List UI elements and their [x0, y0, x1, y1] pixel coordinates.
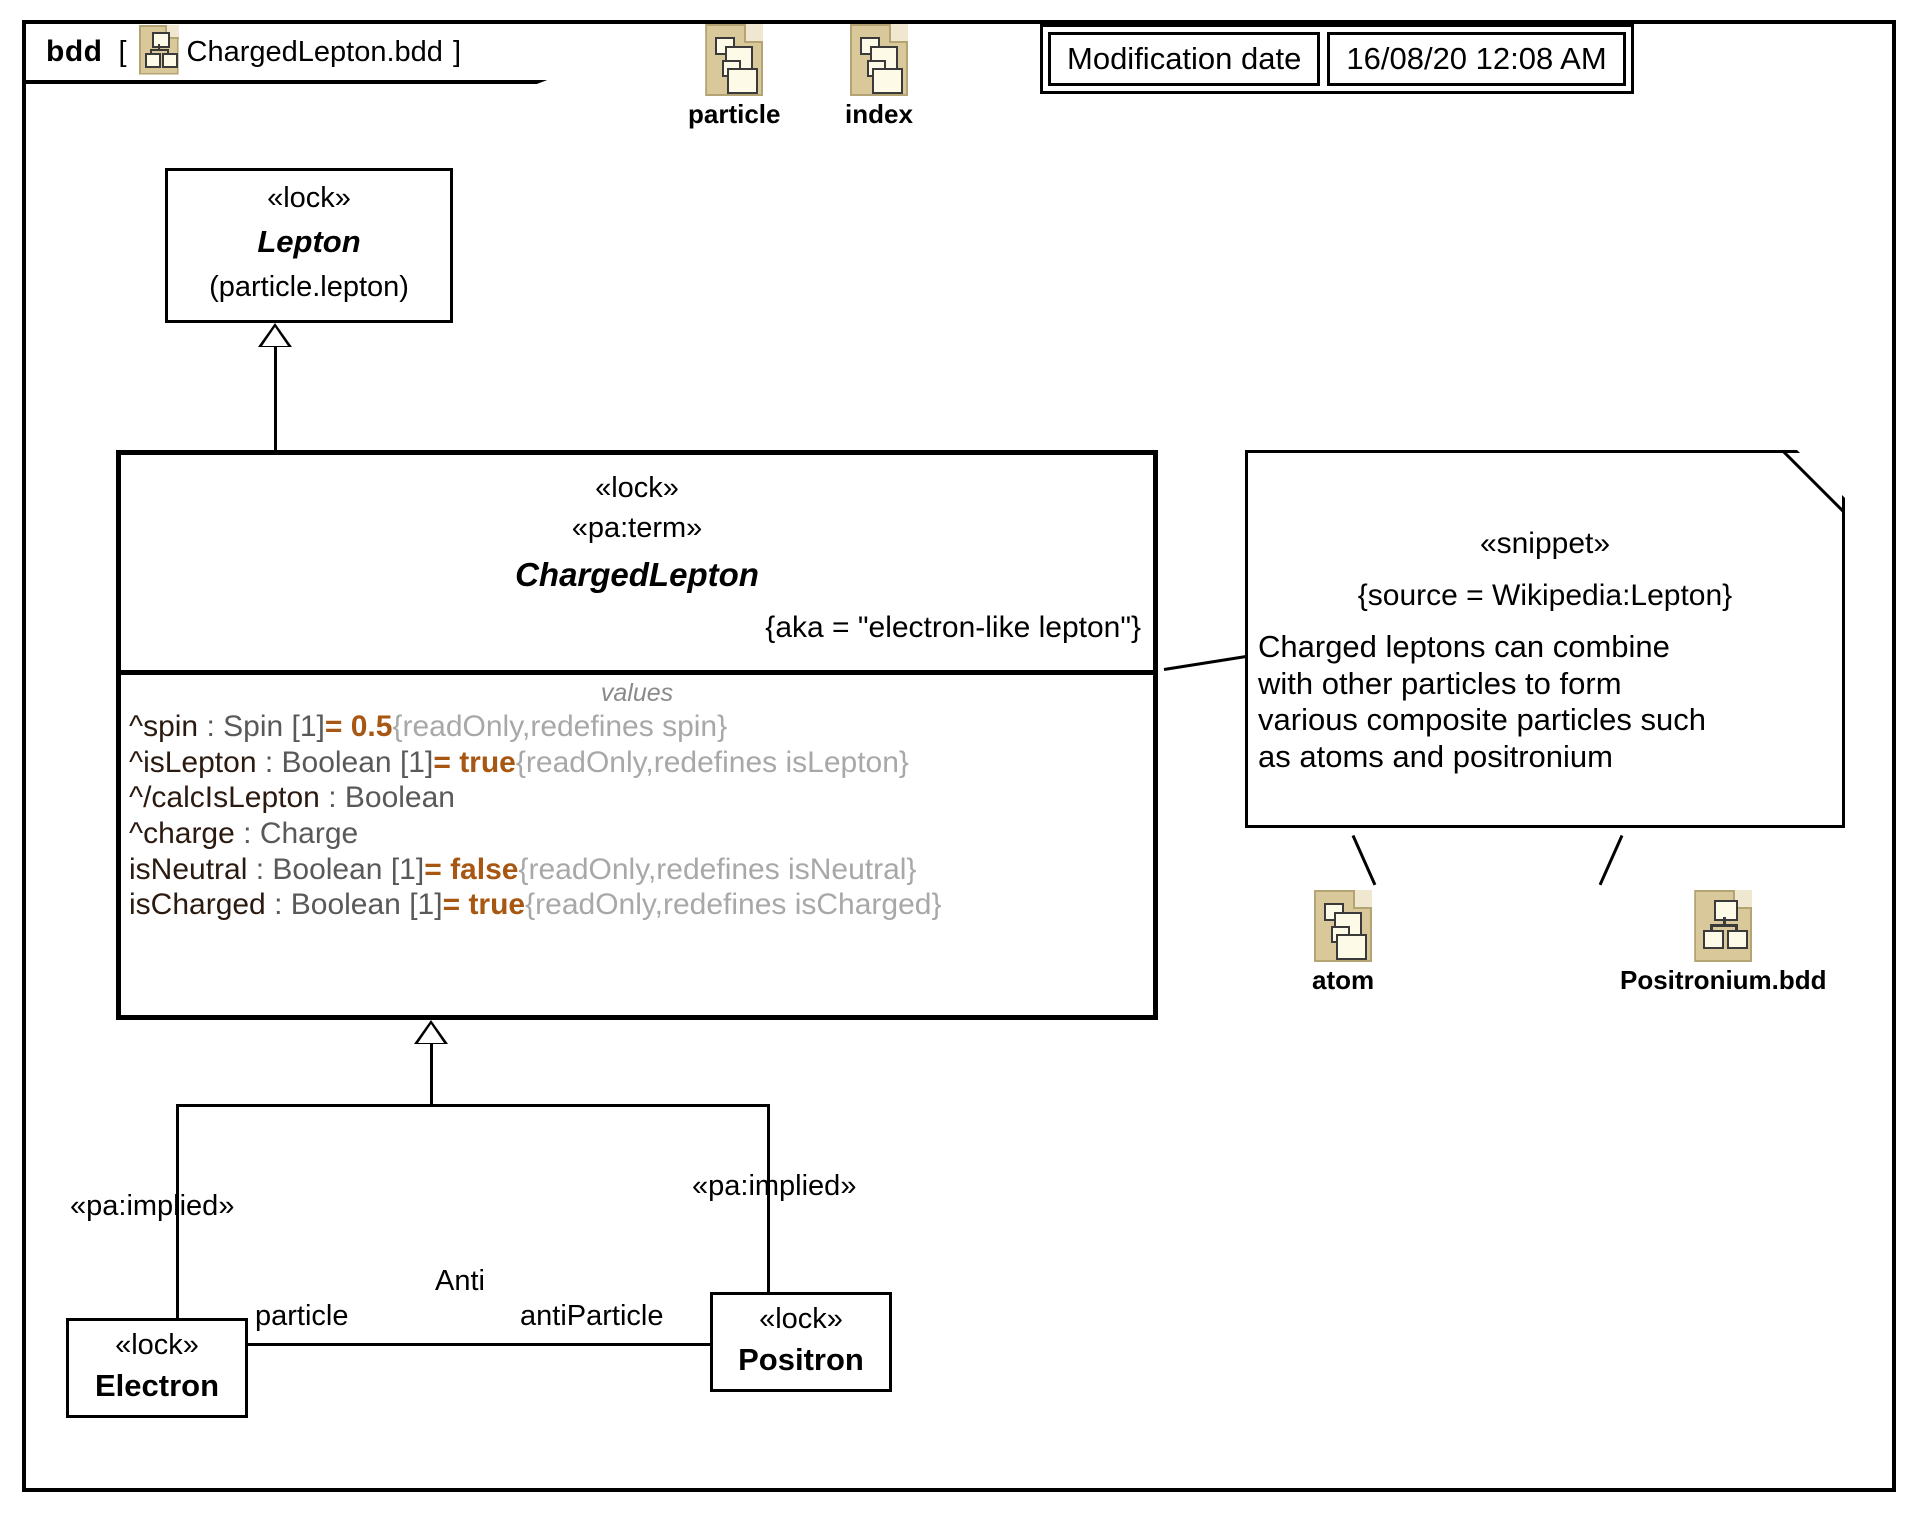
note-line: Charged leptons can combine	[1258, 629, 1670, 664]
block-charged-lepton-aka: {aka = "electron-like lepton"}	[765, 611, 1141, 645]
note-stereotype: «snippet»	[1479, 527, 1611, 560]
bdd-tree-icon	[138, 24, 179, 75]
association-anti-line	[248, 1343, 710, 1346]
value-property-multiplicity: [1]	[382, 852, 425, 886]
values-compartment: values ^spin : Spin [1]= 0.5{readOnly,re…	[121, 670, 1153, 923]
value-property-default: 0.5	[350, 710, 393, 743]
association-name-anti: Anti	[435, 1265, 485, 1297]
value-property-row[interactable]: ^/calcIsLepton : Boolean	[121, 780, 1153, 816]
block-charged-lepton-stereotype-2: «pa:term»	[571, 512, 703, 545]
value-property-name: ^isLepton	[129, 745, 257, 779]
value-property-constraint: {readOnly,redefines spin}	[392, 710, 728, 743]
note-snippet[interactable]: «snippet» {source = Wikipedia:Lepton} Ch…	[1245, 450, 1845, 828]
modification-date-value: 16/08/20 12:08 AM	[1327, 32, 1626, 86]
value-property-type: Boolean	[272, 852, 383, 886]
value-property-separator: :	[265, 888, 291, 922]
value-property-constraint: {readOnly,redefines isLepton}	[515, 745, 909, 779]
value-property-default: false	[450, 852, 519, 886]
value-property-type: Boolean	[290, 888, 401, 922]
block-electron-name: Electron	[94, 1368, 220, 1404]
value-property-row[interactable]: isNeutral : Boolean [1]= false{readOnly,…	[121, 852, 1153, 888]
value-property-multiplicity: [1]	[283, 710, 325, 743]
value-property-constraint: {readOnly,redefines isNeutral}	[518, 852, 917, 886]
note-line: as atoms and positronium	[1258, 738, 1613, 774]
note-source: {source = Wikipedia:Lepton}	[1357, 579, 1733, 612]
value-property-name: ^spin	[129, 710, 199, 743]
model-icon-atom[interactable]: atom	[1312, 890, 1374, 996]
value-property-name: isNeutral	[129, 852, 248, 886]
generalization-branch-positron	[767, 1104, 770, 1311]
diagram-frame-header: bdd [ ChargedLepton.bdd ]	[22, 20, 607, 84]
value-property-type: Spin	[223, 710, 284, 743]
generalization-branch-electron	[176, 1104, 179, 1321]
model-icon-label: index	[845, 99, 913, 129]
model-icon-label: Positronium.bdd	[1620, 965, 1827, 995]
value-property-equals: =	[324, 710, 351, 743]
block-lepton-name: Lepton	[257, 224, 361, 260]
values-list: ^spin : Spin [1]= 0.5{readOnly,redefines…	[121, 709, 1153, 923]
generalization-crossbar	[176, 1104, 770, 1107]
value-property-separator: :	[234, 817, 260, 851]
value-property-constraint: {readOnly,redefines isCharged}	[525, 888, 942, 922]
generalization-line-lepton	[274, 347, 277, 452]
generalization-arrow-lepton	[258, 323, 292, 347]
value-property-row[interactable]: ^spin : Spin [1]= 0.5{readOnly,redefines…	[121, 709, 1153, 745]
value-property-separator: :	[319, 781, 345, 815]
block-charged-lepton-stereotype-1: «lock»	[595, 472, 679, 504]
generalization-arrow-charged-lepton	[414, 1020, 448, 1044]
model-icon-label: particle	[688, 99, 781, 129]
block-charged-lepton-name: ChargedLepton	[515, 556, 759, 594]
package-diagram-icon	[705, 24, 764, 96]
block-lepton[interactable]: «lock» Lepton (particle.lepton)	[165, 168, 453, 323]
package-diagram-icon	[1314, 890, 1373, 962]
package-diagram-icon	[849, 24, 908, 96]
value-property-name: ^/calcIsLepton	[129, 781, 320, 815]
model-icon-index[interactable]: index	[845, 24, 913, 130]
value-property-type: Boolean	[344, 781, 455, 815]
value-property-row[interactable]: isCharged : Boolean [1]= true{readOnly,r…	[121, 887, 1153, 923]
value-property-equals: =	[442, 888, 469, 922]
value-property-name: ^charge	[129, 817, 235, 851]
association-end-particle: particle	[255, 1300, 349, 1332]
block-electron[interactable]: «lock» Electron	[66, 1318, 248, 1418]
value-property-default: true	[468, 888, 526, 922]
edge-label-implied-left: «pa:implied»	[70, 1190, 235, 1222]
modification-date-table: Modification date 16/08/20 12:08 AM	[1040, 24, 1634, 94]
bdd-tree-icon	[1694, 890, 1753, 962]
value-property-name: isCharged	[129, 888, 266, 922]
value-property-separator: :	[247, 852, 273, 886]
diagram-name-label: ChargedLepton.bdd	[186, 35, 443, 68]
value-property-default: true	[459, 745, 516, 779]
bracket-close: ]	[452, 35, 461, 68]
value-property-multiplicity: [1]	[391, 745, 434, 779]
model-icon-positronium[interactable]: Positronium.bdd	[1620, 890, 1827, 996]
value-property-equals: =	[433, 745, 460, 779]
association-end-antiparticle: antiParticle	[520, 1300, 664, 1332]
edge-label-implied-right: «pa:implied»	[692, 1170, 857, 1202]
values-compartment-title: values	[600, 679, 674, 707]
bracket-open: [	[118, 35, 127, 68]
block-lepton-qualified-name: (particle.lepton)	[209, 271, 409, 304]
value-property-row[interactable]: ^isLepton : Boolean [1]= true{readOnly,r…	[121, 745, 1153, 781]
value-property-type: Charge	[259, 817, 359, 851]
diagram-kind-label: bdd	[46, 35, 103, 68]
generalization-stem	[430, 1044, 433, 1104]
block-charged-lepton[interactable]: «lock» «pa:term» ChargedLepton {aka = "e…	[116, 450, 1158, 1020]
model-icon-particle[interactable]: particle	[688, 24, 781, 130]
block-lepton-stereotype: «lock»	[267, 182, 351, 214]
note-line: various composite particles such	[1258, 702, 1706, 738]
value-property-row[interactable]: ^charge : Charge	[121, 816, 1153, 852]
note-line: with other particles to form	[1258, 665, 1622, 701]
value-property-multiplicity: [1]	[400, 888, 443, 922]
value-property-type: Boolean	[281, 745, 392, 779]
block-positron-name: Positron	[738, 1342, 864, 1378]
value-property-equals: =	[424, 852, 451, 886]
modification-date-label: Modification date	[1048, 32, 1321, 86]
block-positron[interactable]: «lock» Positron	[710, 1292, 892, 1392]
block-positron-stereotype: «lock»	[759, 1303, 843, 1335]
model-icon-label: atom	[1312, 965, 1375, 995]
block-electron-stereotype: «lock»	[115, 1329, 199, 1361]
value-property-separator: :	[256, 745, 282, 779]
value-property-separator: :	[198, 710, 224, 743]
